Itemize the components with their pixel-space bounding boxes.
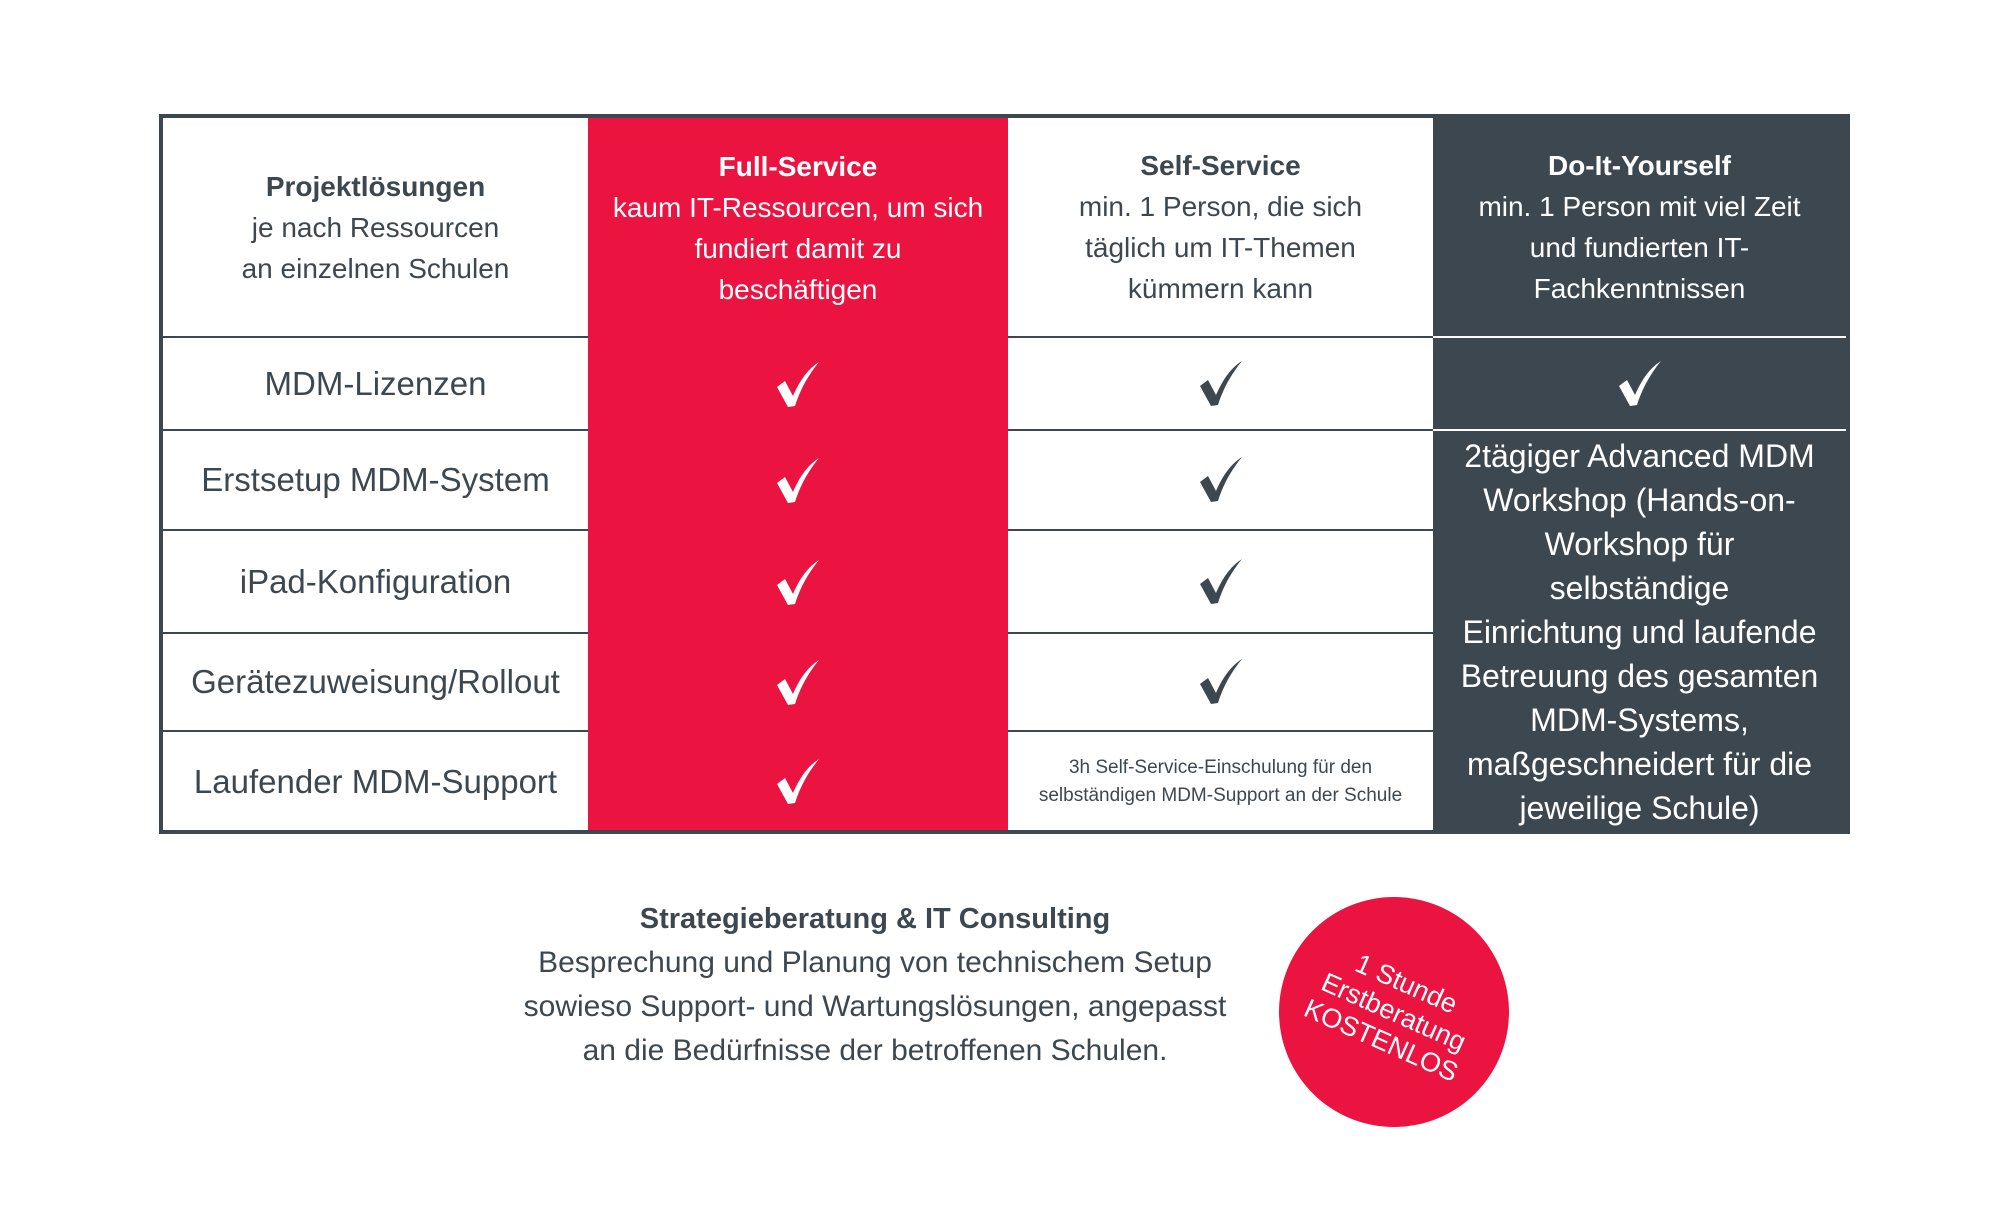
- header-line: min. 1 Person mit viel Zeit: [1478, 191, 1801, 222]
- workshop-line: Einrichtung und laufende: [1462, 613, 1817, 650]
- header-line: min. 1 Person, die sich: [1078, 191, 1363, 222]
- header-line: beschäftigen: [718, 274, 878, 305]
- consulting-line: Besprechung und Planung von technischem …: [538, 946, 1212, 979]
- self-service-check: [1008, 338, 1433, 431]
- header-line: Fachkenntnissen: [1533, 273, 1746, 304]
- full-service-check: [588, 531, 1008, 634]
- header-title: Full-Service: [718, 151, 878, 182]
- workshop-line: Workshop für selbständige: [1544, 525, 1735, 606]
- consulting-line: sowieso Support- und Wartungslösungen, a…: [523, 990, 1227, 1023]
- checkmark-icon: [1199, 659, 1242, 704]
- diy-check: [1433, 338, 1846, 431]
- header-line: kaum IT-Ressourcen, um sich: [612, 192, 984, 223]
- header-self-service: Self-Service min. 1 Person, die sich täg…: [1008, 118, 1433, 338]
- workshop-line: Workshop (Hands-on-: [1483, 481, 1796, 518]
- full-service-check: [588, 338, 1008, 431]
- note-line: selbständigen MDM-Support an der Schule: [1038, 785, 1403, 806]
- note-line: 3h Self-Service-Einschulung für den: [1068, 757, 1373, 778]
- checkmark-icon: [777, 759, 819, 804]
- row-label-laufender-support: Laufender MDM-Support: [193, 763, 558, 800]
- workshop-line: maßgeschneidert für die: [1466, 745, 1813, 782]
- workshop-line: jeweilige Schule): [1519, 789, 1760, 826]
- checkmark-icon: [1199, 360, 1242, 406]
- header-line: täglich um IT-Themen: [1085, 232, 1356, 263]
- workshop-line: 2tägiger Advanced MDM: [1464, 437, 1815, 474]
- checkmark-icon: [1199, 558, 1242, 604]
- row-label-erstsetup: Erstsetup MDM-System: [163, 431, 588, 531]
- full-service-check: [588, 732, 1008, 830]
- row-label-mdm-lizenzen: MDM-Lizenzen: [163, 338, 588, 431]
- header-line: kümmern kann: [1127, 273, 1314, 304]
- row-label-ipad-konfiguration: iPad-Konfiguration: [163, 531, 588, 634]
- header-title: Projektlösungen: [265, 170, 486, 202]
- consulting-title: Strategieberatung & IT Consulting: [639, 903, 1111, 935]
- header-title: Self-Service: [1140, 150, 1301, 181]
- diy-workshop-description: 2tägiger Advanced MDM Workshop (Hands-on…: [1433, 431, 1846, 830]
- self-service-check: [1008, 431, 1433, 531]
- self-service-check: [1008, 531, 1433, 634]
- checkmark-icon: [777, 458, 819, 503]
- header-projektloesungen: Projektlösungen je nach Ressourcen an ei…: [163, 118, 588, 338]
- header-line: je nach Ressourcen: [251, 211, 500, 243]
- checkmark-icon: [777, 559, 819, 605]
- comparison-table: Projektlösungen je nach Ressourcen an ei…: [159, 114, 1850, 834]
- checkmark-icon: [777, 361, 819, 407]
- workshop-line: Betreuung des gesamten: [1460, 657, 1819, 694]
- header-do-it-yourself: Do-It-Yourself min. 1 Person mit viel Ze…: [1433, 118, 1846, 338]
- free-consultation-badge: 1 Stunde Erstberatung KOSTENLOS: [1279, 897, 1509, 1127]
- row-label-geraetezuweisung: Gerätezuweisung/Rollout: [163, 634, 588, 732]
- header-line: an einzelnen Schulen: [241, 252, 510, 284]
- self-service-note: 3h Self-Service-Einschulung für den selb…: [1008, 732, 1433, 830]
- checkmark-icon: [777, 660, 819, 705]
- header-line: fundiert damit zu: [694, 233, 902, 264]
- checkmark-icon: [1199, 457, 1242, 502]
- full-service-check: [588, 634, 1008, 732]
- consulting-line: an die Bedürfnisse der betroffenen Schul…: [582, 1034, 1168, 1067]
- full-service-check: [588, 431, 1008, 531]
- header-title: Do-It-Yourself: [1547, 150, 1732, 181]
- checkmark-icon: [1618, 360, 1661, 406]
- header-line: und fundierten IT-: [1529, 232, 1750, 263]
- header-full-service: Full-Service kaum IT-Ressourcen, um sich…: [588, 118, 1008, 338]
- self-service-check: [1008, 634, 1433, 732]
- workshop-line: MDM-Systems,: [1530, 701, 1749, 738]
- consulting-section: Strategieberatung & IT Consulting Bespre…: [480, 897, 1270, 1073]
